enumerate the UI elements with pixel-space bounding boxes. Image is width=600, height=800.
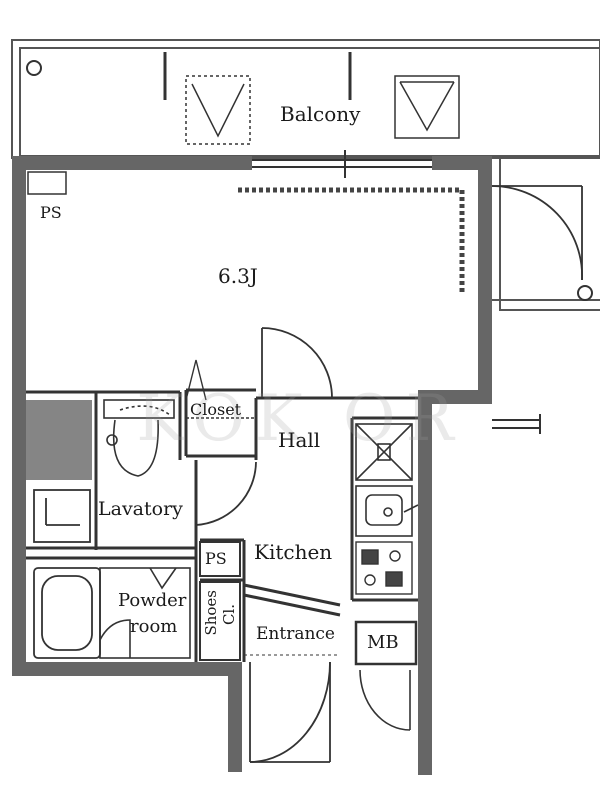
main-room-label: 6.3J <box>218 264 258 288</box>
meter-box-label: MB <box>367 632 399 653</box>
meter-box-door <box>359 669 411 731</box>
shoes-closet-label-line1: Shoes <box>202 590 220 636</box>
balcony-drain-right-icon <box>577 285 593 301</box>
entrance-door <box>249 661 331 763</box>
kitchen-label: Kitchen <box>254 540 333 564</box>
meter-box <box>354 620 418 666</box>
sink-icon <box>355 485 419 537</box>
bathtub-icon <box>33 567 101 659</box>
lavatory-label: Lavatory <box>98 498 183 520</box>
watermark: KOK OR <box>136 382 464 456</box>
closet-door <box>185 359 207 401</box>
washing-machine-icon <box>33 489 91 543</box>
balcony-label: Balcony <box>280 102 361 126</box>
toilet-icon <box>103 399 175 477</box>
air-conditioner-unit-icon <box>185 75 460 145</box>
balcony-posts <box>163 52 352 100</box>
powder-room-label-line1: Powder <box>118 590 187 611</box>
shoes-closet <box>199 581 241 661</box>
main-room-door <box>261 327 333 399</box>
balcony-outline <box>11 39 600 311</box>
lavatory-door <box>195 460 257 526</box>
balcony-door <box>491 185 583 281</box>
balcony-window <box>252 150 432 178</box>
washbasin-icon <box>99 567 191 659</box>
side-window <box>492 414 541 434</box>
fridge-space-icon <box>355 423 413 481</box>
shoes-closet-label-line2: Cl. <box>220 604 238 626</box>
ps-top-label: PS <box>40 203 62 222</box>
ps-mid-label: PS <box>205 549 227 568</box>
hall-label: Hall <box>278 428 321 452</box>
pipe-shaft-mid <box>199 541 241 577</box>
stove-icon <box>355 541 413 595</box>
curtain-rail <box>238 187 465 295</box>
powder-room-label-line2: room <box>130 616 178 637</box>
pipe-shaft-top <box>27 171 67 195</box>
balcony-drain-left-icon <box>26 60 42 76</box>
closet-label: Closet <box>190 400 242 419</box>
interior-walls <box>26 388 418 662</box>
entrance-label: Entrance <box>256 624 335 644</box>
exterior-walls <box>12 156 492 775</box>
